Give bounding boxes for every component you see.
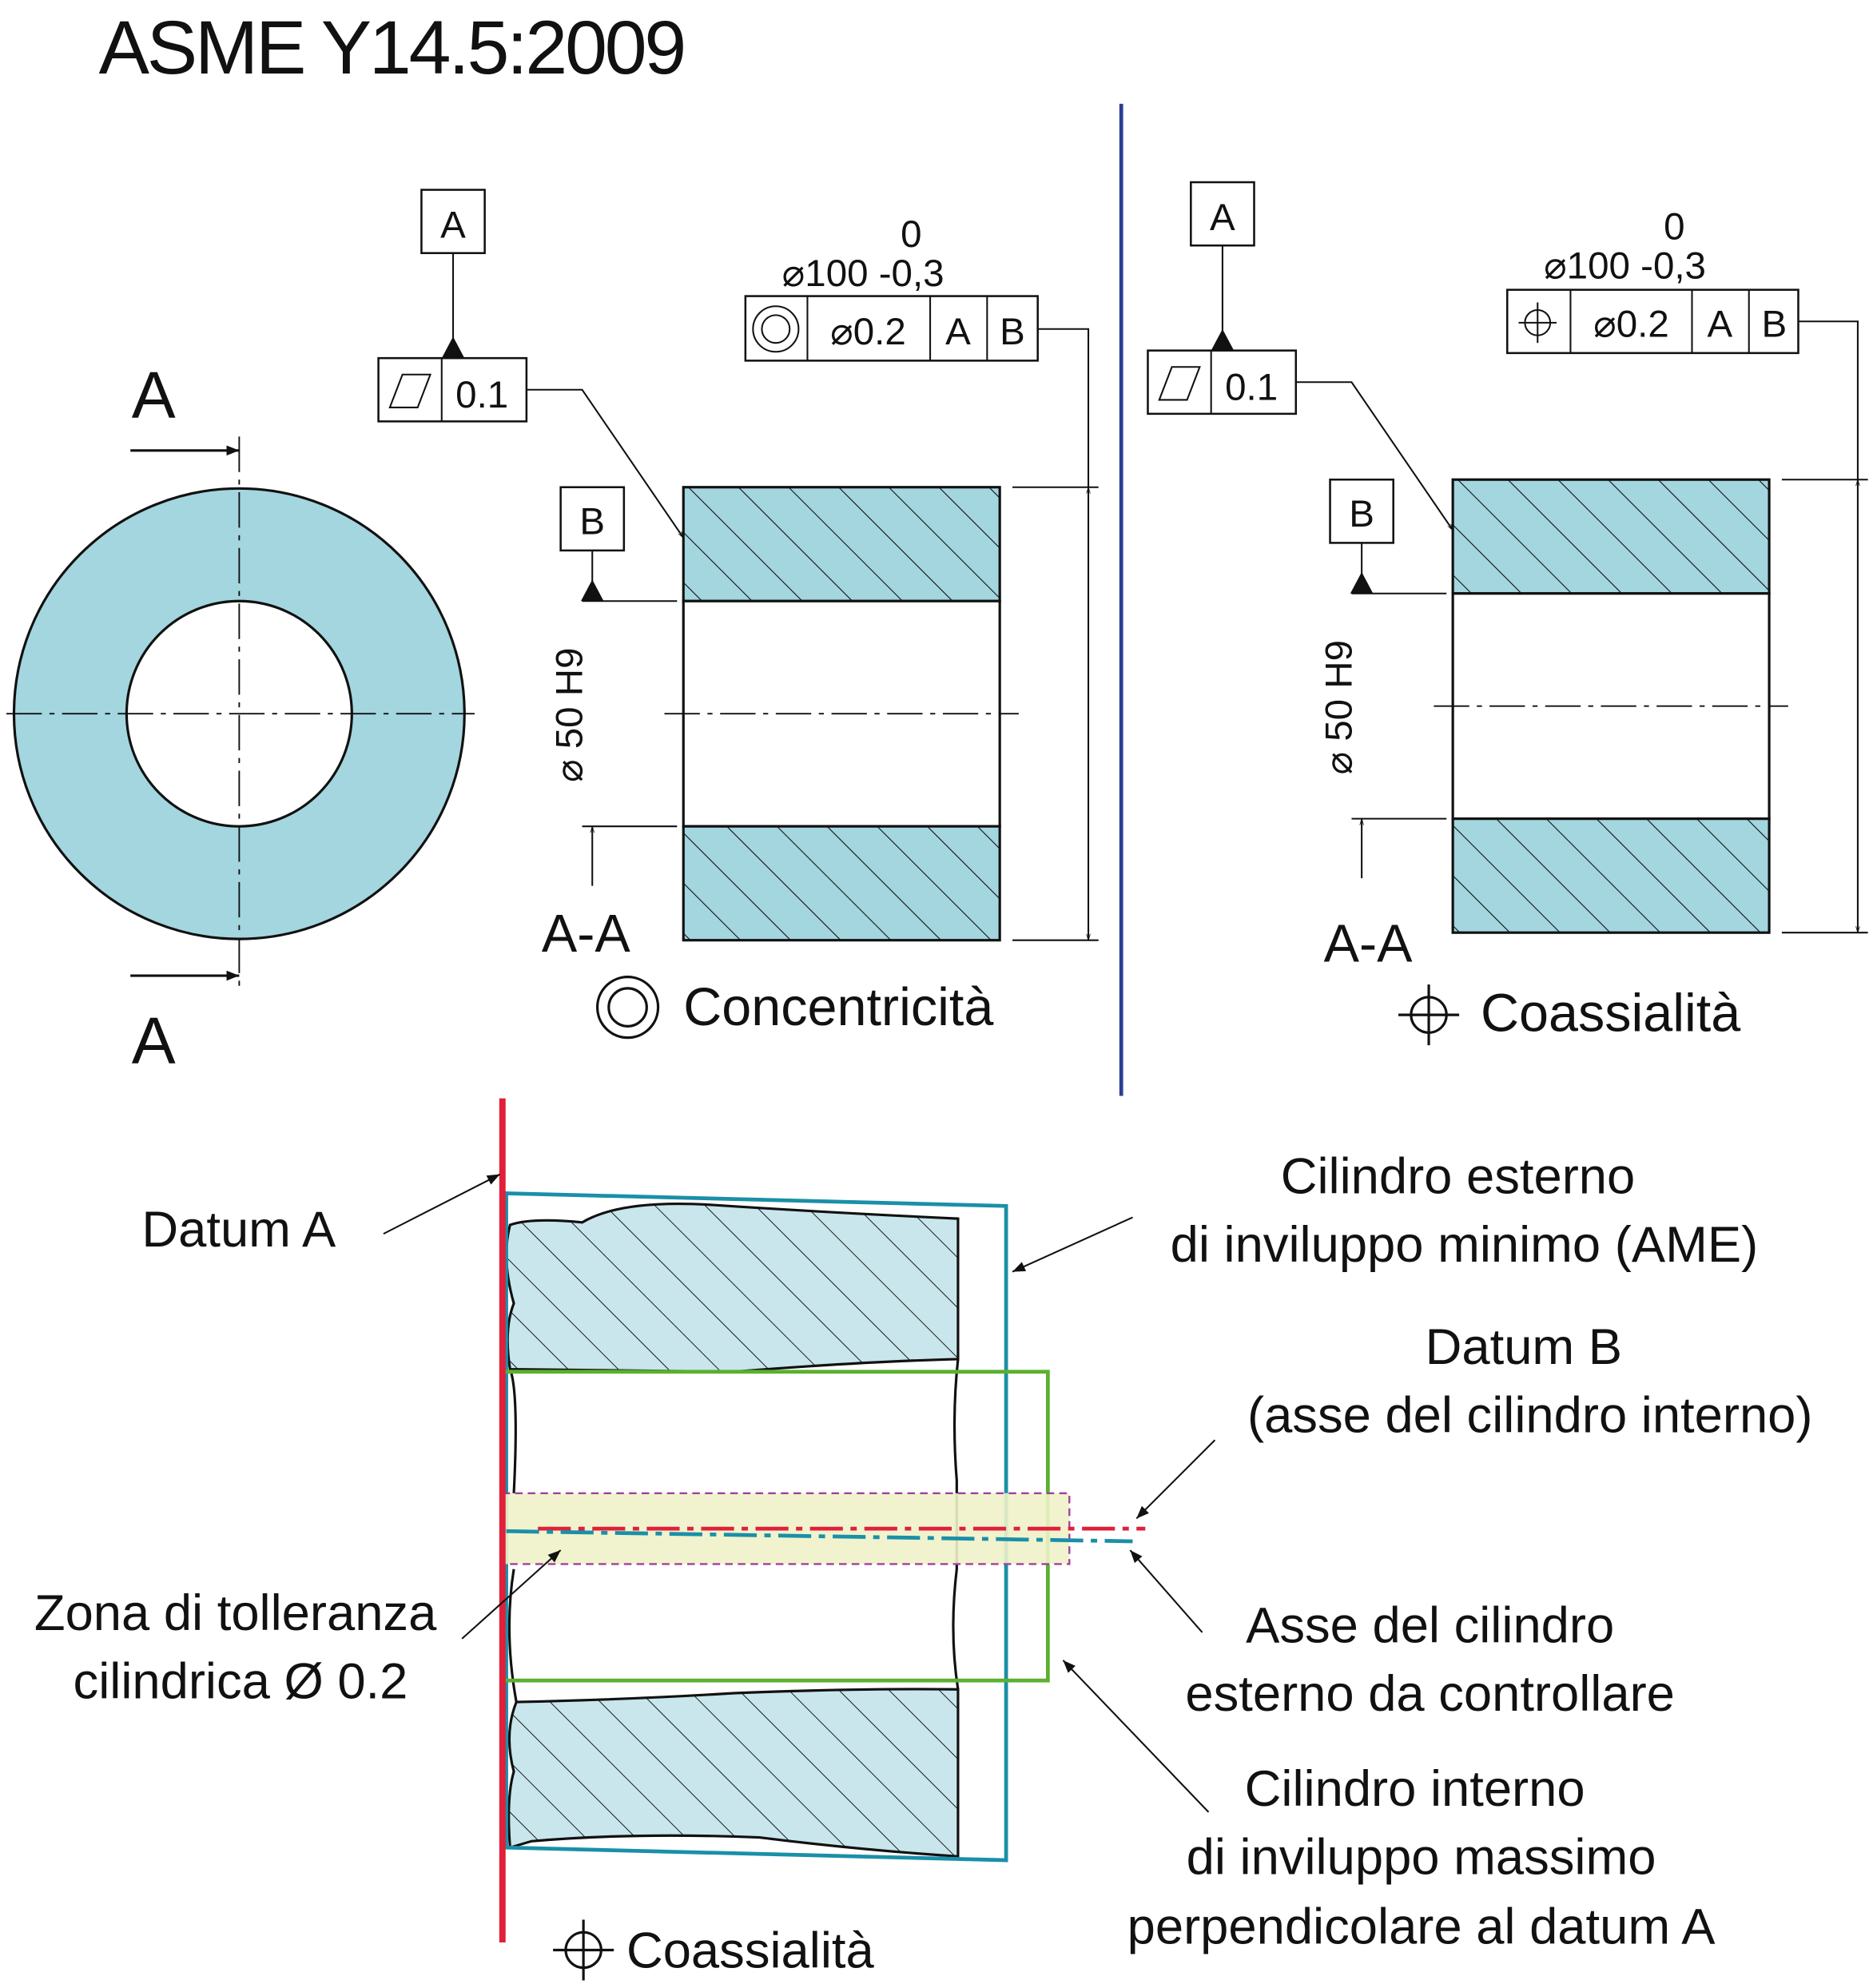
label-axis-line1: Asse del cilindro xyxy=(1246,1598,1614,1654)
flatness-icon xyxy=(388,373,432,408)
section-view-coaxiality: A 0.1 B ⌀ 50 H9 0 ⌀100 -0,3 ⌀0.2 A B A-A… xyxy=(1147,181,1868,1046)
bore-dimension: ⌀ 50 H9 xyxy=(1318,640,1360,775)
coaxiality-explanation: Datum A Cilindro esterno di inviluppo mi… xyxy=(34,1098,1813,1981)
datum-a-label: A xyxy=(440,205,466,247)
dim-upper-tolerance: 0 xyxy=(1664,205,1684,248)
fcf-datum-2: B xyxy=(1762,303,1788,345)
outer-diameter-dimension: ⌀100 -0,3 xyxy=(782,252,944,295)
section-label-bottom: A xyxy=(132,1004,176,1077)
label-axis-line2: esterno da controllare xyxy=(1185,1666,1675,1722)
fcf-datum-1: A xyxy=(1707,303,1732,345)
feature-control-frame: ⌀0.2 A B xyxy=(744,295,1039,362)
caption-coaxiality: Coassialità xyxy=(1481,984,1740,1044)
page-title: ASME Y14.5:2009 xyxy=(99,6,685,90)
label-zone-line2: cilindrica Ø 0.2 xyxy=(74,1653,408,1709)
datum-a-label: A xyxy=(1210,197,1235,239)
label-inner-envelope-line1: Cilindro interno xyxy=(1245,1761,1585,1817)
part-top-section xyxy=(505,1202,960,1374)
datum-b-label: B xyxy=(579,500,605,543)
flatness-icon xyxy=(1158,366,1201,401)
section-name: A-A xyxy=(1324,915,1414,974)
outer-diameter-dimension: ⌀100 -0,3 xyxy=(1544,245,1706,287)
dim-upper-tolerance: 0 xyxy=(901,213,921,256)
label-outer-envelope-line2: di inviluppo minimo (AME) xyxy=(1171,1217,1759,1273)
flatness-value: 0.1 xyxy=(1225,366,1278,408)
fcf-datum-2: B xyxy=(1000,311,1025,353)
label-datum-b-line1: Datum B xyxy=(1426,1319,1622,1375)
front-view: A A xyxy=(6,359,475,1077)
part-bottom-section xyxy=(507,1688,960,1858)
position-icon xyxy=(1398,984,1460,1046)
outer-envelope-cylinder xyxy=(504,1191,1008,1863)
label-inner-envelope-line2: di inviluppo massimo xyxy=(1187,1829,1656,1885)
position-icon xyxy=(1518,302,1557,344)
fcf-tolerance: ⌀0.2 xyxy=(1593,303,1669,345)
label-datum-a: Datum A xyxy=(141,1202,336,1258)
label-zone-line1: Zona di tolleranza xyxy=(34,1585,437,1641)
concentricity-icon xyxy=(752,305,800,353)
label-outer-envelope-line1: Cilindro esterno xyxy=(1281,1148,1636,1204)
concentricity-icon xyxy=(595,976,660,1040)
label-inner-envelope-line3: perpendicolare al datum A xyxy=(1127,1899,1716,1955)
feature-control-frame: ⌀0.2 A B xyxy=(1505,288,1799,355)
fcf-tolerance: ⌀0.2 xyxy=(830,311,906,353)
section-label-top: A xyxy=(132,359,176,432)
label-datum-b-line2: (asse del cilindro interno) xyxy=(1247,1388,1813,1444)
datum-b-label: B xyxy=(1349,493,1374,535)
fcf-datum-1: A xyxy=(945,311,971,353)
section-name: A-A xyxy=(542,905,631,964)
caption-concentricity: Concentricità xyxy=(683,978,993,1037)
flatness-value: 0.1 xyxy=(455,374,508,416)
position-icon xyxy=(553,1919,614,1981)
bore-dimension: ⌀ 50 H9 xyxy=(549,648,591,783)
section-view-concentricity: A 0.1 B ⌀ 50 H9 0 ⌀100 -0,3 ⌀0.2 A B A-A… xyxy=(377,189,1099,1040)
caption-coaxiality-bottom: Coassialità xyxy=(626,1923,875,1979)
controlled-axis xyxy=(506,1529,1133,1544)
